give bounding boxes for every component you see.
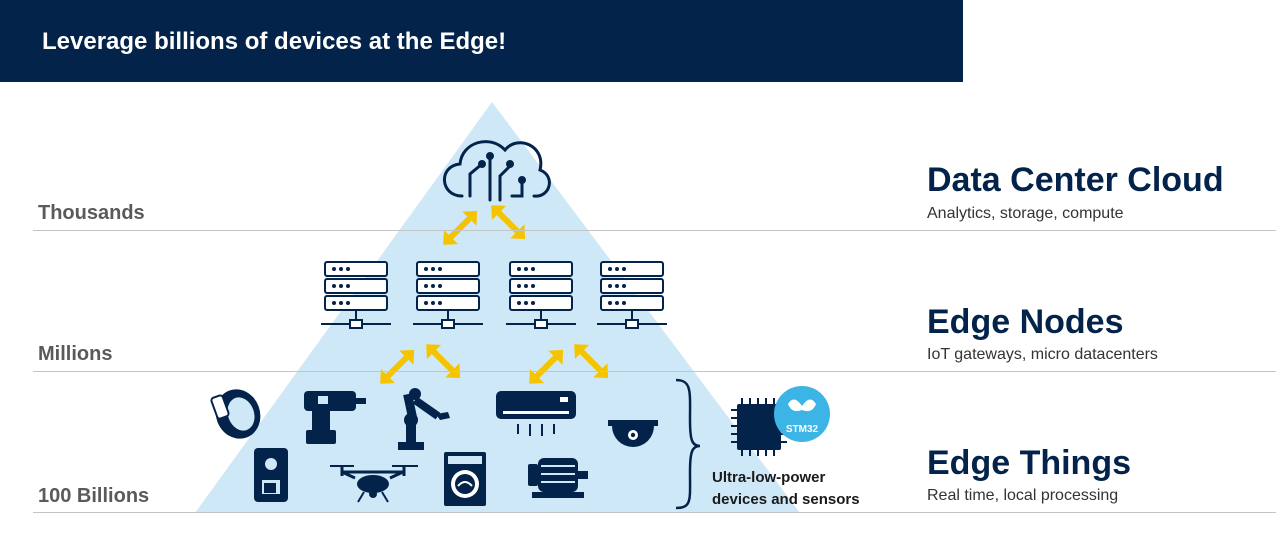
stm32-badge-icon: STM32: [774, 386, 830, 442]
level-title-cloud: Data Center Cloud: [927, 161, 1224, 199]
washing-machine-icon: [444, 452, 486, 506]
level-title-things: Edge Things: [927, 444, 1131, 482]
level-title-nodes: Edge Nodes: [927, 303, 1124, 341]
tier-divider: [33, 230, 1276, 231]
level-subtitle-things: Real time, local processing: [927, 487, 1119, 504]
chip-badge-label: STM32: [786, 424, 819, 435]
security-camera-icon: [608, 420, 658, 447]
smart-ring-icon: [210, 389, 261, 439]
device-group-label: Ultra-low-power devices and sensors: [712, 467, 860, 511]
device-group-line1: Ultra-low-power: [712, 469, 826, 486]
coffee-machine-icon: [254, 448, 288, 502]
tier-count-thousands: Thousands: [38, 202, 145, 224]
electric-motor-icon: [528, 458, 588, 498]
tier-divider: [33, 371, 1276, 372]
tier-count-millions: Millions: [38, 343, 113, 365]
tier-divider: [33, 512, 1276, 513]
device-group-line2: devices and sensors: [712, 491, 860, 508]
level-subtitle-nodes: IoT gateways, micro datacenters: [927, 346, 1158, 363]
title-banner: Leverage billions of devices at the Edge…: [0, 0, 963, 82]
cloud-icon: [443, 140, 551, 202]
curly-brace: [675, 378, 701, 510]
level-subtitle-cloud: Analytics, storage, compute: [927, 205, 1124, 222]
power-drill-icon: [304, 391, 366, 444]
drone-icon: [330, 465, 418, 503]
tier-count-billions: 100 Billions: [38, 485, 150, 507]
page-title: Leverage billions of devices at the Edge…: [42, 28, 507, 55]
robot-arm-icon: [398, 388, 450, 450]
air-conditioner-icon: [496, 391, 576, 436]
